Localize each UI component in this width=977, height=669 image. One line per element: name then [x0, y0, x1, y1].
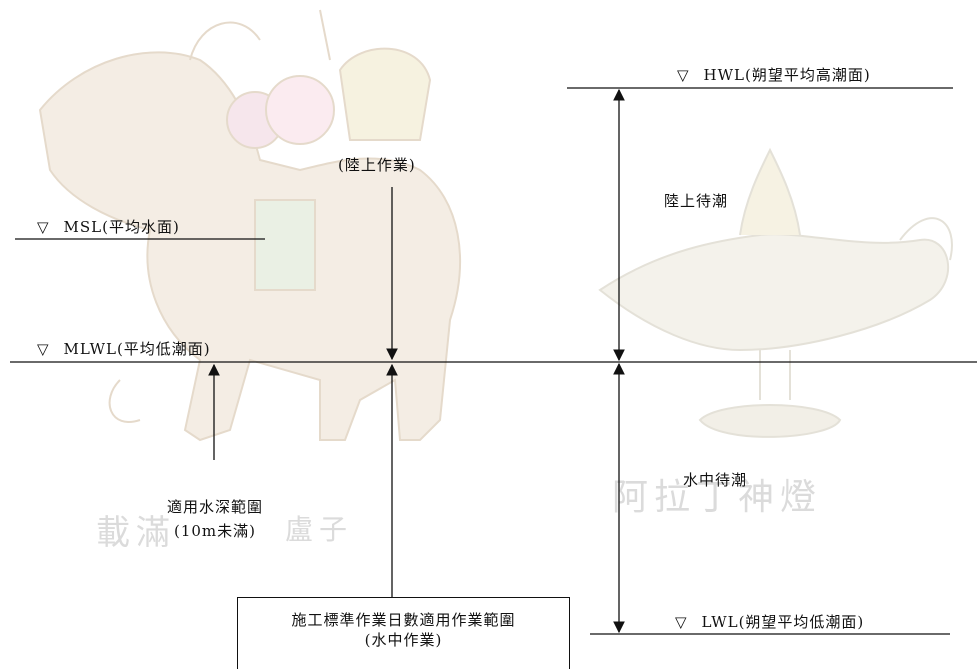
depth-range-label-line1: 適用水深範圍: [166, 498, 263, 516]
water-wait-label: 水中待潮: [683, 471, 748, 489]
hwl-text: HWL(朔望平均高潮面): [703, 66, 871, 84]
depth-range-label-line2: (10m未滿): [173, 522, 256, 540]
land-wait-label: 陸上待潮: [664, 192, 729, 210]
mlwl-label: ▽ MLWL(平均低潮面): [37, 340, 211, 358]
hwl-label: ▽ HWL(朔望平均高潮面): [677, 66, 871, 84]
donkey-drawing: [38, 9, 461, 442]
work-range-box: 施工標準作業日數適用作業範圍 (水中作業): [237, 597, 570, 669]
watermark-left-tail: 盧子: [285, 513, 354, 546]
work-range-box-title: 施工標準作業日數適用作業範圍: [291, 611, 516, 629]
mlwl-text: MLWL(平均低潮面): [63, 340, 211, 358]
lamp-drawing: [598, 147, 953, 438]
msl-label: ▽ MSL(平均水面): [37, 218, 180, 236]
land-work-label: (陸上作業): [338, 156, 416, 174]
lwl-label: ▽ LWL(朔望平均低潮面): [675, 613, 864, 631]
water-level-triangle-icon: ▽: [675, 613, 688, 631]
water-level-triangle-icon: ▽: [37, 340, 50, 358]
water-level-triangle-icon: ▽: [37, 218, 50, 236]
msl-text: MSL(平均水面): [63, 218, 180, 236]
work-range-box-subtitle: (水中作業): [364, 631, 443, 649]
watermark-left: 載滿: [96, 513, 176, 553]
lwl-text: LWL(朔望平均低潮面): [701, 613, 865, 631]
watermark-right: 阿拉丁神燈: [612, 477, 823, 518]
water-level-triangle-icon: ▽: [677, 66, 690, 84]
